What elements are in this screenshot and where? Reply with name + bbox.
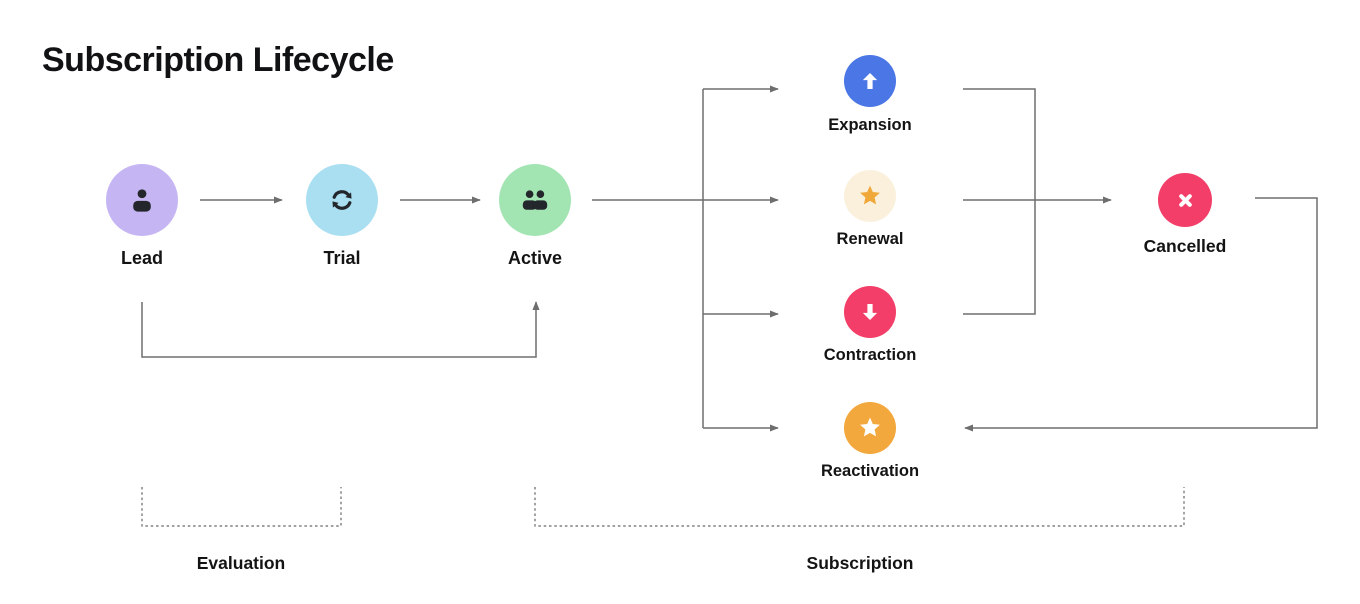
subscription-group-bracket — [534, 487, 1185, 527]
evaluation-group-bracket — [141, 487, 342, 527]
contraction-label: Contraction — [823, 346, 917, 364]
arrow-cancelled-to-reactivation — [964, 197, 1318, 432]
node-active — [499, 164, 571, 236]
refresh-icon — [332, 190, 352, 210]
node-renewal — [844, 170, 896, 222]
expansion-contraction-merge-line — [963, 88, 1036, 315]
node-cancelled — [1158, 173, 1212, 227]
arrow-up-icon — [862, 72, 878, 90]
star-icon — [860, 185, 880, 205]
node-expansion — [844, 55, 896, 107]
arrow-lead-loop-to-active — [141, 301, 540, 358]
reactivation-label: Reactivation — [820, 462, 920, 480]
x-circle-icon — [1178, 193, 1192, 207]
person-icon — [133, 189, 151, 212]
node-reactivation — [844, 402, 896, 454]
subscription-group-label: Subscription — [806, 553, 914, 573]
trial-label: Trial — [323, 248, 361, 268]
people-icon — [522, 190, 548, 210]
node-lead — [106, 164, 178, 236]
active-label: Active — [507, 248, 563, 268]
node-trial — [306, 164, 378, 236]
renewal-label: Renewal — [836, 230, 904, 248]
star-icon — [860, 417, 880, 437]
expansion-label: Expansion — [828, 116, 912, 134]
node-contraction — [844, 286, 896, 338]
page-title: Subscription Lifecycle — [42, 41, 394, 79]
evaluation-group-label: Evaluation — [196, 553, 286, 573]
cancelled-label: Cancelled — [1143, 236, 1227, 256]
lead-label: Lead — [120, 248, 164, 268]
arrow-down-icon — [862, 303, 878, 321]
